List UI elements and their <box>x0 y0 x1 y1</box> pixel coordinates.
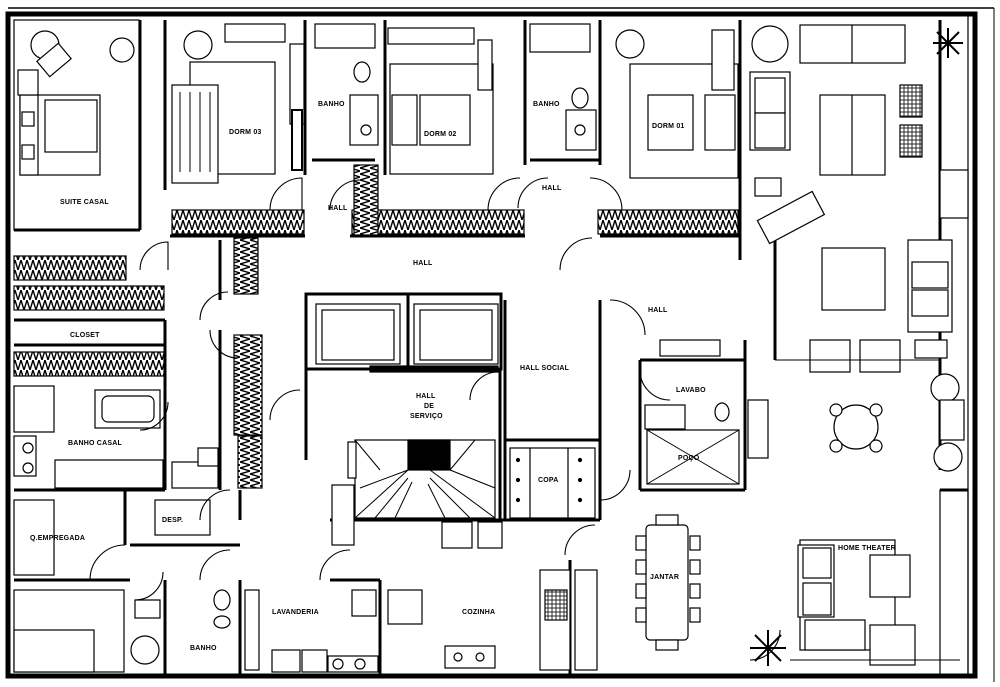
label-cozinha: COZINHA <box>462 609 495 616</box>
dining-table <box>645 524 689 641</box>
label-hall-top-left: HALL <box>328 205 348 212</box>
label-suite-casal: SUITE CASAL <box>60 199 109 206</box>
plant-icon <box>750 28 963 666</box>
label-home-theater: HOME THEATER <box>838 545 896 552</box>
label-hall-servico-line3: SERVIÇO <box>410 413 443 420</box>
label-dorm-02: DORM 02 <box>424 131 457 138</box>
label-lavabo: LAVABO <box>676 387 706 394</box>
label-hall-top-right: HALL <box>542 185 562 192</box>
label-hall-servico-line1: HALL <box>416 393 436 400</box>
label-hall-social: HALL SOCIAL <box>520 365 570 372</box>
room-labels: SUITE CASAL DORM 03 BANHO DORM 02 BANHO … <box>30 101 896 652</box>
label-hall-right: HALL <box>648 307 668 314</box>
label-dorm-03: DORM 03 <box>229 129 262 136</box>
label-hall-center: HALL <box>413 260 433 267</box>
label-hall-servico-line2: DE <box>424 403 434 410</box>
label-lavanderia: LAVANDERIA <box>272 609 319 616</box>
label-desp: DESP. <box>162 517 183 524</box>
door-swings <box>89 177 781 661</box>
label-dorm-01: DORM 01 <box>652 123 685 130</box>
label-banho-casal: BANHO CASAL <box>68 440 122 447</box>
label-jantar: JANTAR <box>650 574 679 581</box>
label-q-empregada: Q.EMPREGADA <box>30 535 85 542</box>
label-banho-2: BANHO <box>533 101 560 108</box>
label-banho-3: BANHO <box>190 645 217 652</box>
label-banho-1: BANHO <box>318 101 345 108</box>
label-closet: CLOSET <box>70 332 100 339</box>
furniture <box>13 19 969 677</box>
label-poco: POÇO <box>678 455 700 462</box>
label-copa: COPA <box>538 477 559 484</box>
